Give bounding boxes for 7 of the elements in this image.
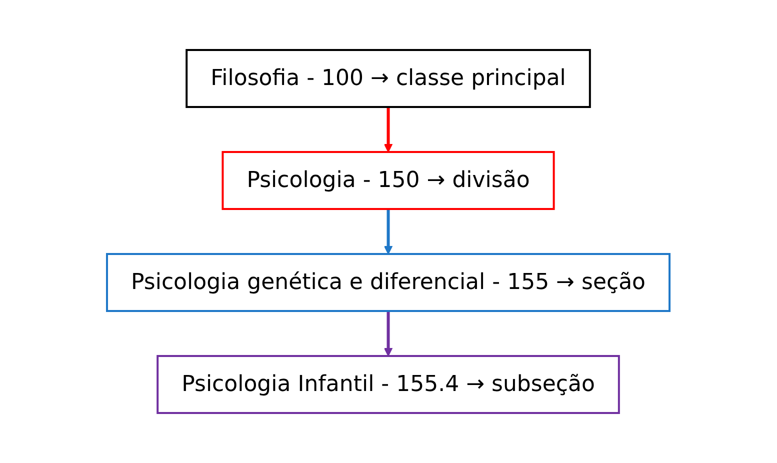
node-box: Filosofia - 100 → classe principal <box>186 49 592 108</box>
node-box: Psicologia Infantil - 155.4 → subseção <box>156 355 620 414</box>
arrow <box>384 311 393 356</box>
node-box: Psicologia - 150 → divisão <box>222 151 556 210</box>
arrow <box>384 209 393 254</box>
arrow <box>384 107 393 152</box>
node-box: Psicologia genética e diferencial - 155 → seção <box>106 253 671 312</box>
